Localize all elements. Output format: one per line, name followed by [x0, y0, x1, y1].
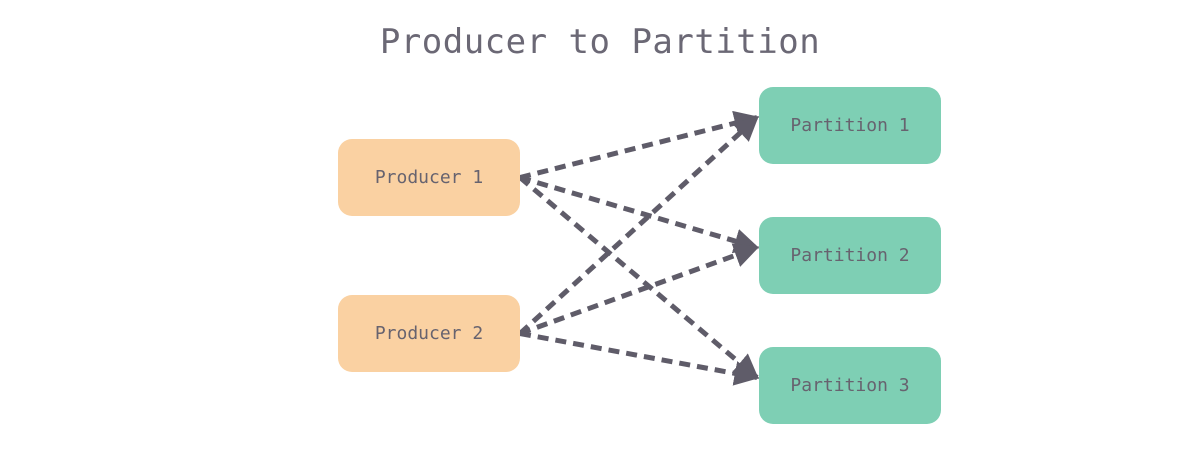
producer-label: Producer 2	[374, 323, 484, 344]
producer-label: Producer 1	[374, 167, 484, 188]
producer-node-1: Producer 1	[338, 139, 520, 216]
edge-producer-1-to-partition-3	[518, 175, 759, 380]
diagram-title: Producer to Partition	[379, 22, 821, 62]
edge-producer-2-to-partition-1	[518, 115, 759, 336]
edge-producer-1-to-partition-1	[519, 110, 760, 180]
partition-node-1: Partition 1	[759, 87, 941, 164]
partition-label: Partition 1	[790, 115, 910, 136]
partition-label: Partition 2	[790, 245, 910, 266]
edge-producer-1-to-partition-2	[519, 175, 760, 254]
producer-node-2: Producer 2	[338, 295, 520, 372]
edge-producer-2-to-partition-3	[519, 331, 760, 386]
partition-node-2: Partition 2	[759, 217, 941, 294]
edge-producer-2-to-partition-2	[519, 243, 760, 336]
partition-label: Partition 3	[790, 375, 910, 396]
partition-node-3: Partition 3	[759, 347, 941, 424]
